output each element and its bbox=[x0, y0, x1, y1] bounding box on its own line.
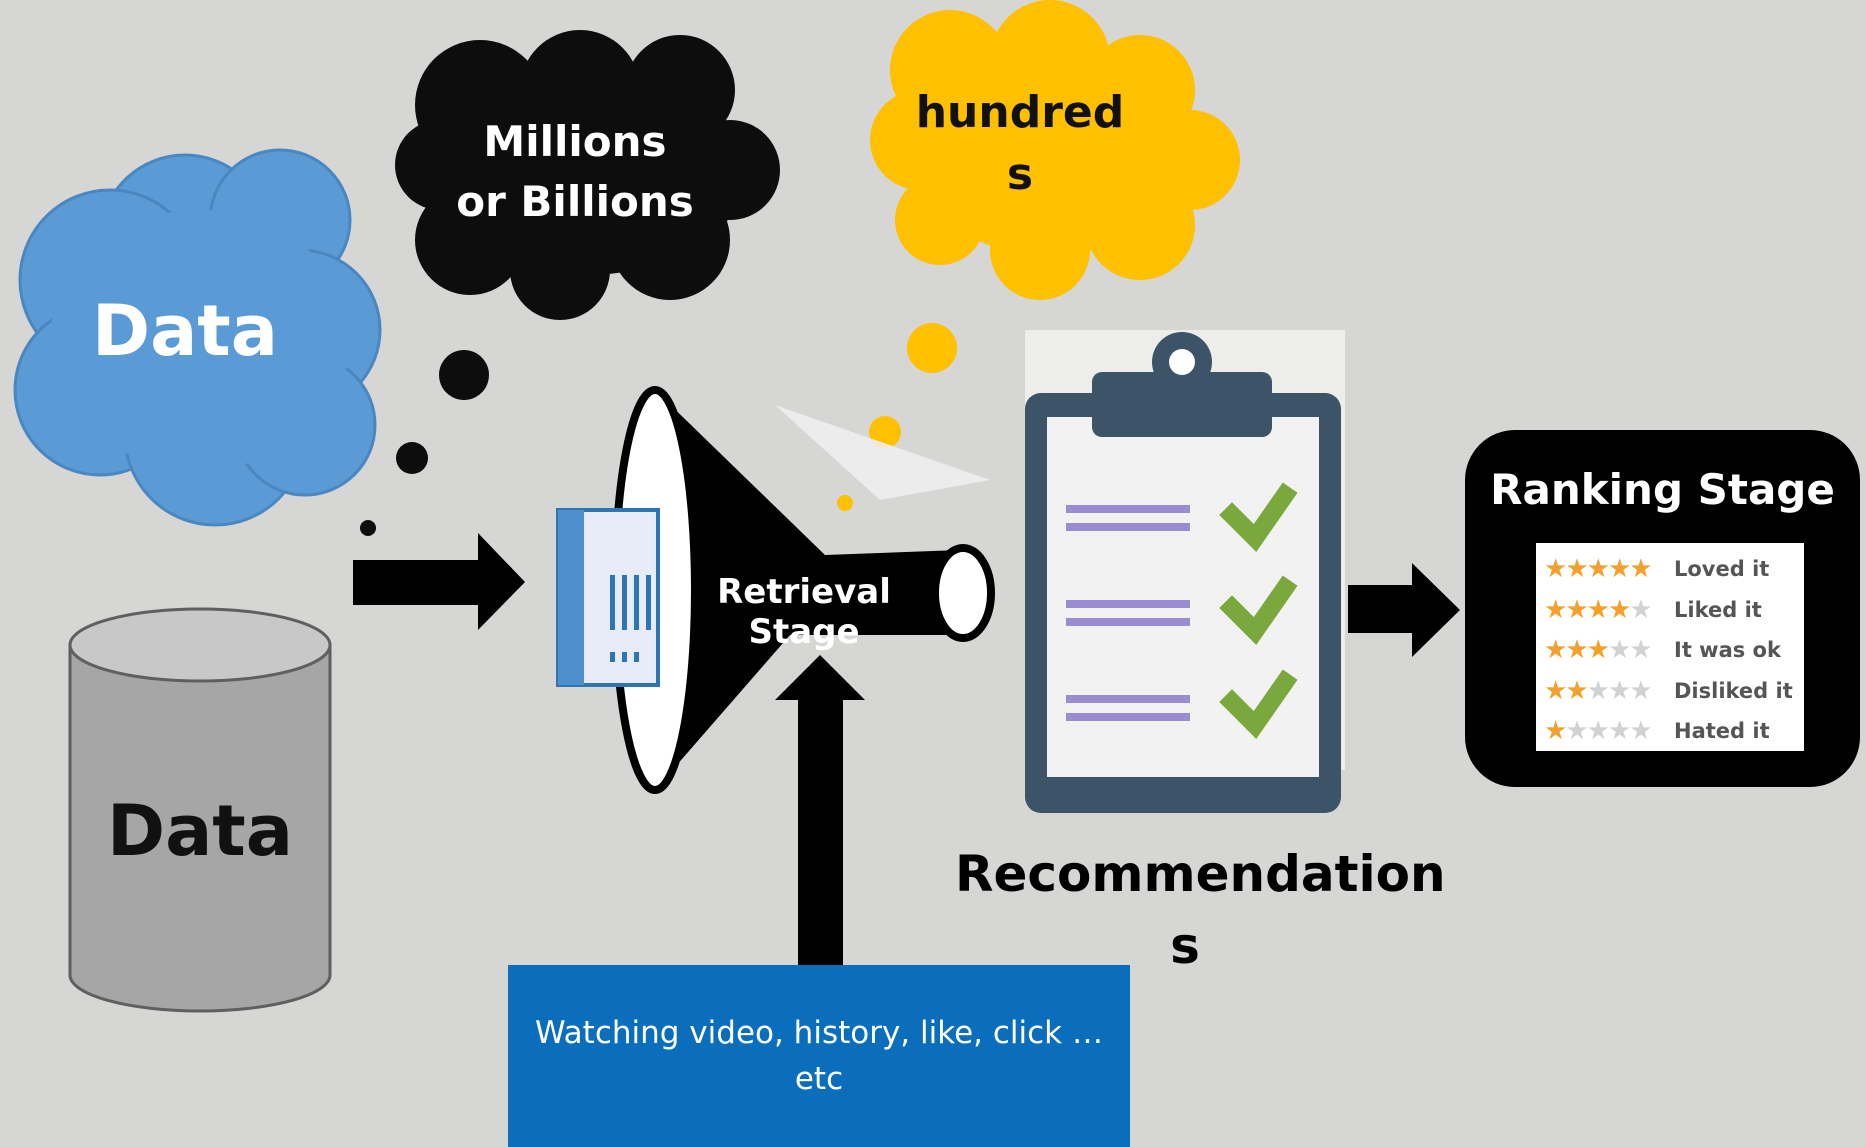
list-lines-icon bbox=[1066, 505, 1190, 721]
star-filled-icon: ★ bbox=[1586, 594, 1610, 625]
user-behavior-box: Watching video, history, like, click … e… bbox=[508, 965, 1130, 1147]
star-filled-icon: ★ bbox=[1544, 594, 1567, 625]
rating-row: ★★★★★Disliked it bbox=[1544, 671, 1796, 712]
rating-row: ★★★★★Loved it bbox=[1544, 549, 1796, 590]
star-rating-icon: ★★★★★ bbox=[1544, 676, 1666, 706]
millions-label-line1: Millions bbox=[483, 117, 667, 166]
star-empty-icon: ★ bbox=[1586, 716, 1610, 747]
star-empty-icon: ★ bbox=[1607, 675, 1631, 706]
star-filled-icon: ★ bbox=[1544, 716, 1567, 747]
star-rating-icon: ★★★★★ bbox=[1544, 554, 1666, 584]
star-filled-icon: ★ bbox=[1586, 554, 1610, 585]
star-filled-icon: ★ bbox=[1629, 554, 1652, 585]
star-empty-icon: ★ bbox=[1607, 716, 1631, 747]
rating-row: ★★★★★Liked it bbox=[1544, 590, 1796, 631]
star-filled-icon: ★ bbox=[1586, 635, 1610, 666]
arrow-up-to-funnel bbox=[775, 655, 865, 965]
rating-label: Disliked it bbox=[1674, 678, 1793, 703]
funnel-icon bbox=[556, 386, 995, 794]
rating-row: ★★★★★It was ok bbox=[1544, 630, 1796, 671]
user-behavior-line1: Watching video, history, like, click … bbox=[535, 1015, 1103, 1051]
star-filled-icon: ★ bbox=[1607, 554, 1631, 585]
millions-label: Millions or Billions bbox=[430, 112, 720, 232]
hundreds-label-line1: hundred bbox=[915, 87, 1125, 138]
star-empty-icon: ★ bbox=[1629, 635, 1652, 666]
rating-label: Liked it bbox=[1674, 597, 1762, 622]
star-rating-icon: ★★★★★ bbox=[1544, 635, 1666, 665]
star-filled-icon: ★ bbox=[1565, 554, 1588, 585]
rating-row: ★★★★★Hated it bbox=[1544, 711, 1796, 752]
star-empty-icon: ★ bbox=[1629, 675, 1652, 706]
millions-cloud bbox=[395, 30, 780, 320]
star-filled-icon: ★ bbox=[1544, 675, 1567, 706]
arrow-to-ranking bbox=[1348, 563, 1460, 657]
clipboard-icon bbox=[1025, 330, 1345, 813]
retrieval-stage-label: Retrieval Stage bbox=[717, 572, 891, 652]
star-rating-icon: ★★★★★ bbox=[1544, 716, 1666, 746]
recommendations-label: Recommendation s bbox=[955, 838, 1446, 982]
rating-label: Hated it bbox=[1674, 719, 1770, 744]
database-cylinder bbox=[68, 607, 332, 1013]
star-filled-icon: ★ bbox=[1565, 594, 1588, 625]
data-cloud bbox=[13, 148, 382, 527]
star-filled-icon: ★ bbox=[1607, 594, 1631, 625]
ranking-stage-title: Ranking Stage bbox=[1490, 465, 1835, 514]
hundreds-cloud bbox=[870, 0, 1240, 300]
thought-bubbles-black bbox=[360, 350, 489, 536]
arrow-into-funnel bbox=[353, 533, 525, 630]
star-filled-icon: ★ bbox=[1544, 554, 1567, 585]
hundreds-label-line2: s bbox=[1006, 149, 1034, 200]
rating-label: It was ok bbox=[1674, 638, 1781, 663]
millions-label-line2: or Billions bbox=[456, 177, 694, 226]
check-icons bbox=[1219, 482, 1298, 739]
rating-label: Loved it bbox=[1674, 557, 1770, 582]
barcode-lines-icon bbox=[610, 575, 651, 662]
star-empty-icon: ★ bbox=[1586, 675, 1610, 706]
star-filled-icon: ★ bbox=[1544, 635, 1567, 666]
user-behavior-line2: etc bbox=[794, 1061, 844, 1097]
hundreds-label: hundred s bbox=[905, 82, 1135, 206]
star-empty-icon: ★ bbox=[1629, 716, 1652, 747]
star-filled-icon: ★ bbox=[1565, 635, 1588, 666]
data-cloud-label: Data bbox=[91, 290, 279, 372]
star-empty-icon: ★ bbox=[1629, 594, 1652, 625]
ratings-card: ★★★★★Loved it★★★★★Liked it★★★★★It was ok… bbox=[1536, 543, 1804, 751]
thought-bubbles-yellow bbox=[837, 323, 957, 511]
recommendations-label-line2: s bbox=[1170, 917, 1200, 975]
star-empty-icon: ★ bbox=[1565, 716, 1588, 747]
star-filled-icon: ★ bbox=[1565, 675, 1588, 706]
star-rating-icon: ★★★★★ bbox=[1544, 595, 1666, 625]
recommendations-label-line1: Recommendation bbox=[955, 845, 1446, 903]
star-empty-icon: ★ bbox=[1607, 635, 1631, 666]
database-label: Data bbox=[106, 790, 294, 872]
